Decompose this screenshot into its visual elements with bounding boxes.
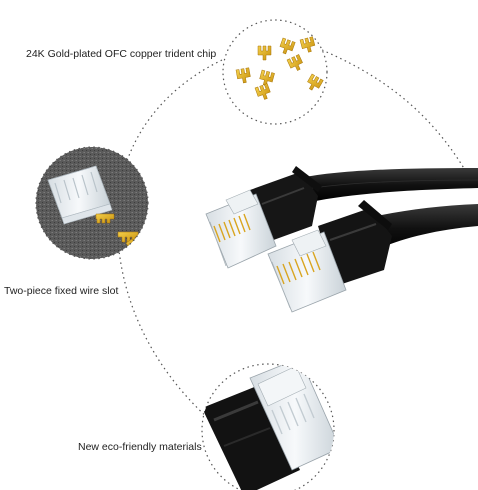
gold-chip-callout [222,19,328,125]
rj45-plug-back [205,189,277,269]
slot-feature-label: Two-piece fixed wire slot [4,285,119,297]
gold-chip-icon [254,83,271,100]
gold-chip-icon [307,73,324,91]
gold-pin-icon [95,213,139,247]
gold-chip-icon [299,36,316,53]
rj45-plug-front [267,229,347,313]
materials-callout [201,363,335,490]
gold-chip-icon [286,54,303,71]
gold-chip-icon [279,37,296,55]
flat-cable-back [300,168,478,202]
gold-chip-icon [235,67,251,84]
dotted-guide-arc-right [321,49,469,176]
clear-wire-slot [47,165,113,225]
chip-feature-label: 24K Gold-plated OFC copper trident chip [26,48,217,60]
gold-chip-icon [257,45,272,61]
gold-chip-icon [259,69,275,86]
materials-feature-label: New eco-friendly materials [78,441,202,453]
wire-slot-callout [35,146,149,260]
dotted-guide-arc [116,59,233,439]
close-up-boot [202,384,300,490]
ethernet-cable-illustration [205,166,478,313]
